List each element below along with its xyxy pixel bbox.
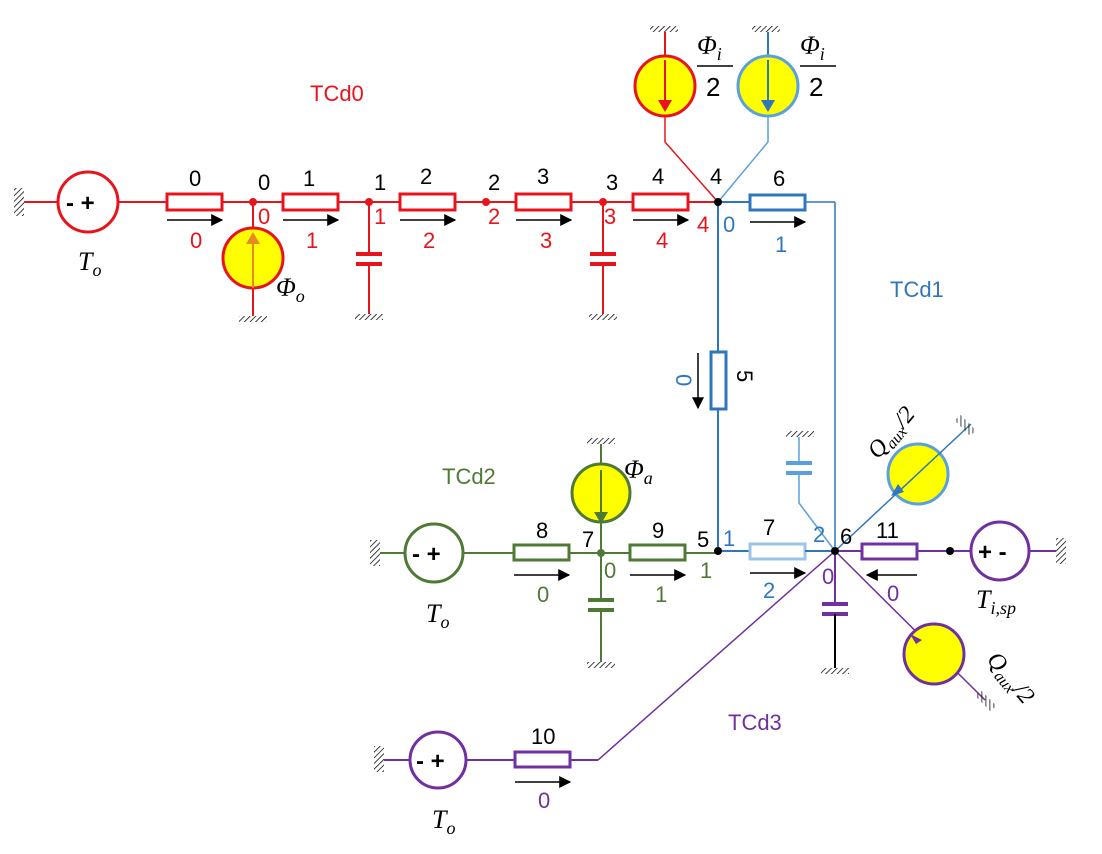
- tcd3-labels: 11 10 6 0 0 0: [531, 518, 899, 813]
- svg-text:1: 1: [775, 232, 787, 257]
- svg-text:8: 8: [536, 518, 548, 543]
- svg-text:2: 2: [706, 72, 720, 102]
- resistor-6: [748, 193, 807, 212]
- svg-text:0: 0: [538, 788, 550, 813]
- svg-text:7: 7: [582, 527, 594, 552]
- svg-text:3: 3: [604, 204, 616, 229]
- svg-text:Φi: Φi: [697, 31, 722, 64]
- label-phi-i-half-blue: Φi 2: [800, 31, 836, 102]
- svg-text:1: 1: [306, 228, 318, 253]
- tcd2-labels: 8 9 7 5 0 1 0 1: [536, 518, 712, 607]
- svg-text:2: 2: [488, 170, 500, 195]
- svg-text:2: 2: [488, 204, 500, 229]
- svg-text:1: 1: [303, 166, 315, 191]
- source-sign-to-left: - +: [66, 190, 95, 217]
- label-to-tcd2: To: [426, 599, 449, 632]
- svg-text:1: 1: [374, 170, 386, 195]
- svg-text:4: 4: [656, 228, 668, 253]
- svg-text:0: 0: [537, 582, 549, 607]
- tcd0-node-labels-red: 0 1 2 3 4: [258, 204, 709, 237]
- svg-text:1: 1: [374, 204, 386, 229]
- svg-text:11: 11: [876, 518, 899, 543]
- label-phi-o: Φo: [276, 273, 305, 306]
- tcd0-flow-labels: 0 1 2 3 4: [190, 228, 668, 253]
- group-label-tcd2: TCd2: [442, 464, 496, 489]
- resistor-4: [631, 192, 690, 212]
- group-label-tcd3: TCd3: [728, 710, 782, 735]
- tcd3-flow-arrows: [515, 569, 917, 788]
- tcd1-labels: 6 5 7 0 1 2 1 0 2: [671, 166, 825, 603]
- svg-text:5: 5: [732, 370, 757, 382]
- source-sign-to-bottom: - +: [416, 748, 445, 775]
- source-sign-to-tcd2: - +: [412, 541, 441, 568]
- svg-text:4: 4: [710, 164, 722, 189]
- label-to-bottom: To: [432, 805, 455, 838]
- tcd0-node-labels-black: 0 1 2 3 4: [258, 164, 722, 195]
- resistor-1: [281, 192, 340, 212]
- svg-text:9: 9: [652, 518, 664, 543]
- resistor-2: [398, 192, 457, 212]
- ground-symbol: [14, 188, 24, 216]
- svg-text:6: 6: [773, 166, 785, 191]
- tcd1-network: [709, 26, 976, 561]
- svg-text:0: 0: [604, 558, 616, 583]
- svg-text:2: 2: [763, 578, 775, 603]
- tcd3-network: [374, 520, 1066, 790]
- svg-text:10: 10: [531, 724, 555, 749]
- label-phi-a: Φa: [624, 455, 653, 488]
- resistor-11: [860, 542, 919, 561]
- svg-text:0: 0: [671, 374, 696, 386]
- group-label-tcd1: TCd1: [890, 277, 944, 302]
- tcd2-network: [370, 438, 718, 668]
- group-label-tcd0: TCd0: [310, 81, 364, 106]
- svg-text:3: 3: [537, 164, 549, 189]
- label-to-left: To: [78, 247, 101, 280]
- svg-text:6: 6: [840, 524, 852, 549]
- svg-text:2: 2: [420, 164, 432, 189]
- svg-text:4: 4: [652, 164, 664, 189]
- svg-text:0: 0: [190, 228, 202, 253]
- svg-text:7: 7: [763, 515, 775, 540]
- svg-text:4: 4: [697, 212, 709, 237]
- resistor-0: [165, 192, 224, 212]
- svg-text:0: 0: [189, 166, 201, 191]
- svg-text:1: 1: [700, 558, 712, 583]
- resistor-8: [512, 543, 571, 562]
- tcd0-resistor-labels: 0 1 2 3 4: [189, 164, 664, 191]
- resistor-9: [628, 543, 687, 562]
- source-sign-ti-sp: + -: [978, 539, 1007, 566]
- tcd1-flow-arrows: [692, 216, 807, 579]
- svg-text:0: 0: [258, 170, 270, 195]
- black-node-dots: [714, 198, 954, 555]
- svg-text:1: 1: [655, 582, 667, 607]
- resistor-10: [513, 750, 572, 769]
- svg-text:3: 3: [606, 170, 618, 195]
- label-ti-sp: Ti,sp: [976, 585, 1016, 618]
- svg-text:Φi: Φi: [800, 31, 825, 64]
- resistor-5: [709, 350, 728, 411]
- svg-text:2: 2: [423, 228, 435, 253]
- svg-text:0: 0: [723, 212, 735, 237]
- resistor-7: [748, 542, 807, 561]
- svg-text:0: 0: [258, 204, 270, 229]
- svg-text:0: 0: [887, 581, 899, 606]
- svg-text:5: 5: [697, 527, 709, 552]
- label-phi-i-half-red: Φi 2: [697, 31, 733, 102]
- tcd0-network: [14, 26, 719, 322]
- svg-text:2: 2: [809, 72, 823, 102]
- svg-text:1: 1: [723, 526, 735, 551]
- svg-text:2: 2: [813, 522, 825, 547]
- heat-source-q-aux-half-lower: [902, 622, 966, 686]
- resistor-3: [514, 192, 573, 212]
- svg-text:0: 0: [822, 564, 834, 589]
- svg-text:3: 3: [540, 228, 552, 253]
